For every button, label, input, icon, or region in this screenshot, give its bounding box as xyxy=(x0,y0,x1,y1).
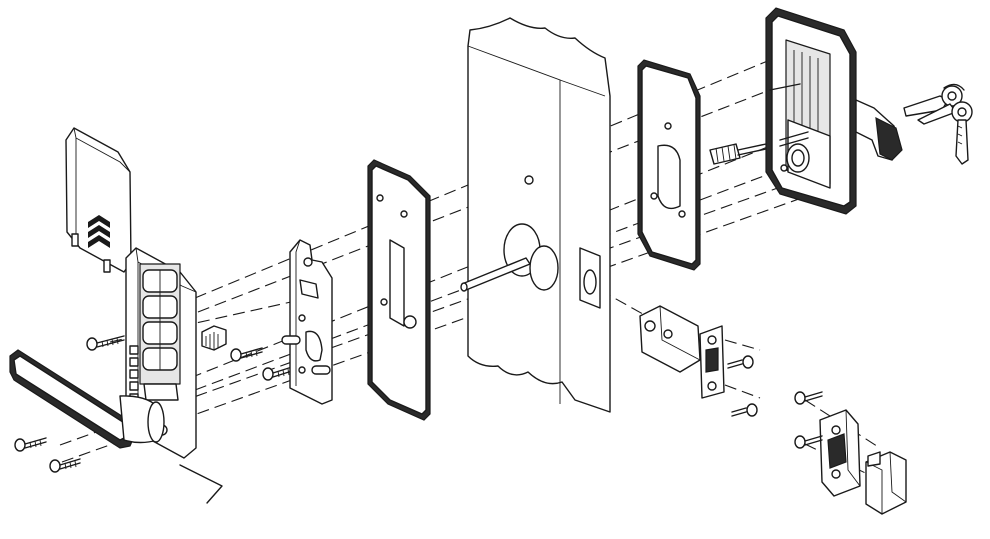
interior-gasket xyxy=(637,59,701,271)
mounting-screws xyxy=(14,335,293,473)
spindle xyxy=(460,257,531,292)
screw-2 xyxy=(14,437,47,452)
door-panel xyxy=(467,17,611,413)
screw-3 xyxy=(49,458,81,473)
screw-5 xyxy=(262,366,293,381)
exterior-lever xyxy=(9,349,165,449)
strike-screws xyxy=(794,391,823,449)
screw-1 xyxy=(86,335,125,351)
battery-cover xyxy=(65,127,132,273)
strike-box xyxy=(865,451,907,515)
exterior-gasket xyxy=(367,159,431,421)
latch-bolt xyxy=(639,305,725,399)
keys xyxy=(903,83,973,165)
keypad-buttons xyxy=(129,345,139,403)
hex-wrench xyxy=(179,464,223,504)
battery-compartment xyxy=(142,269,178,371)
exterior-mounting-plate xyxy=(281,239,333,405)
screw-4 xyxy=(230,347,263,362)
wire-connector xyxy=(201,325,227,351)
strike-plate xyxy=(819,409,861,497)
interior-assembly xyxy=(765,7,857,215)
latch-screws xyxy=(727,355,758,417)
interior-lever xyxy=(855,99,903,161)
interior-wire-connector xyxy=(709,143,767,165)
